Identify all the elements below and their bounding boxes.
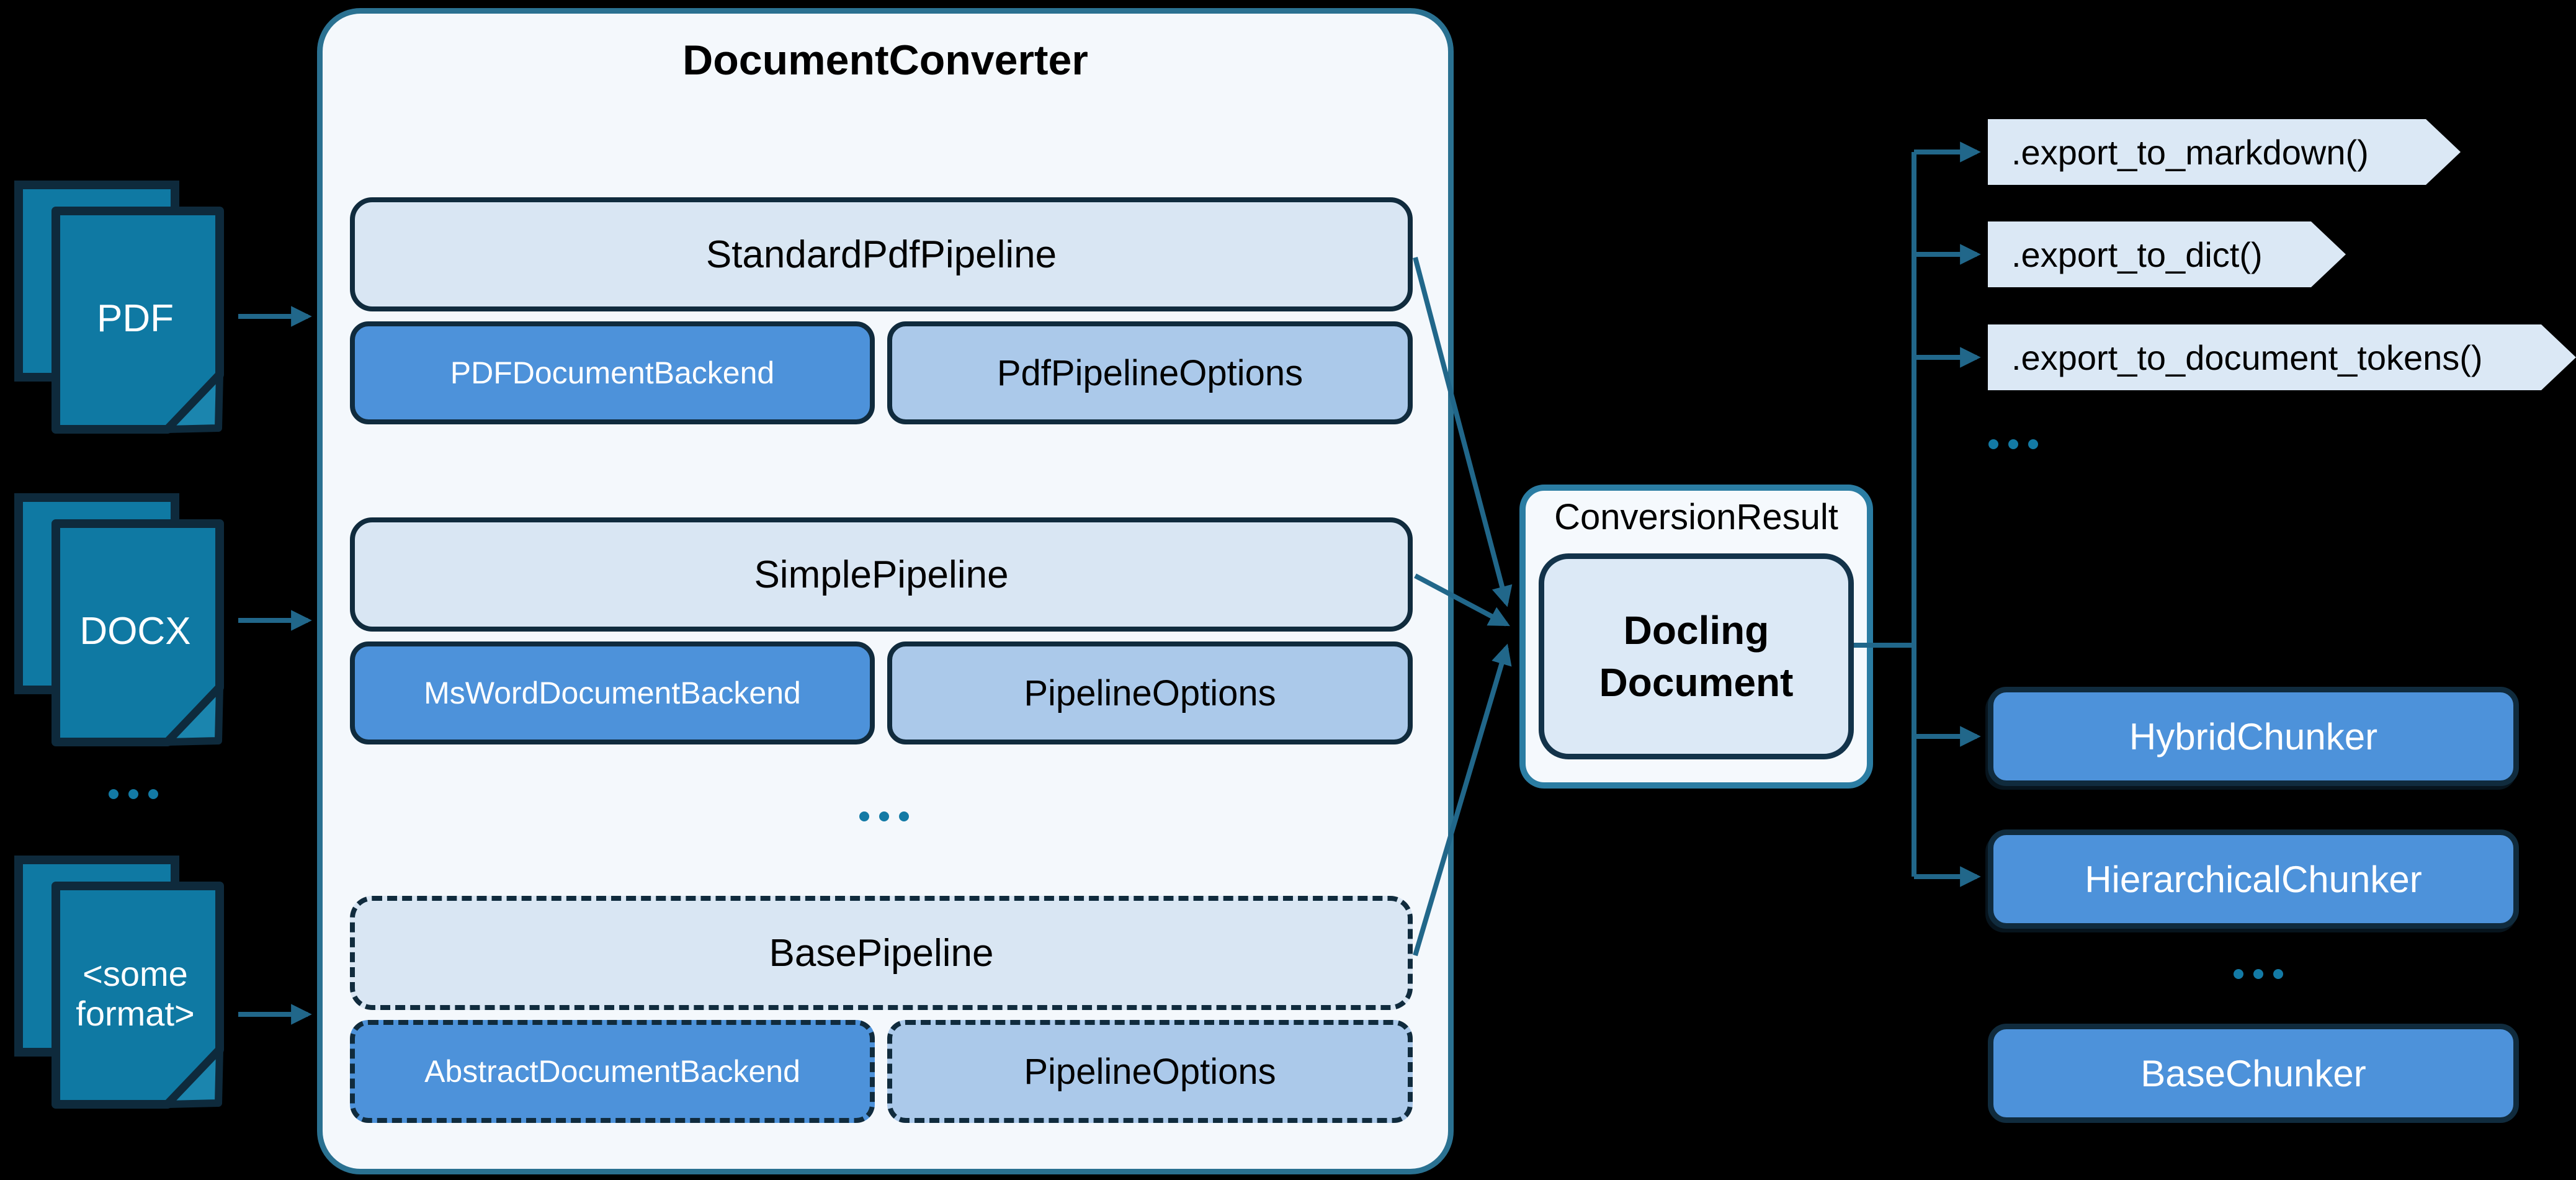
export-to-document-tokens-tag: .export_to_document_tokens() <box>1988 324 2576 390</box>
base-pipeline-box: BasePipeline <box>350 896 1413 1010</box>
msword-document-backend-box: MsWordDocumentBackend <box>350 641 875 744</box>
ellipsis-dot <box>2234 969 2243 979</box>
some-format-label: <some format> <box>76 954 195 1033</box>
pdf-document-backend-box: PDFDocumentBackend <box>350 321 875 424</box>
exports-ellipsis <box>1988 439 2038 449</box>
backend-label: PDFDocumentBackend <box>450 355 775 390</box>
ellipsis-dot <box>859 811 869 821</box>
conversion-result-label: ConversionResult <box>1554 497 1838 537</box>
ellipsis-dot <box>109 789 119 799</box>
sources-ellipsis <box>109 789 158 799</box>
export-to-dict-tag: .export_to_dict() <box>1988 221 2346 287</box>
ellipsis-dot <box>2008 439 2018 449</box>
pipeline-label: StandardPdfPipeline <box>705 233 1057 276</box>
export-to-markdown-tag: .export_to_markdown() <box>1988 119 2461 185</box>
pipeline-label: SimplePipeline <box>754 553 1009 596</box>
docx-label: DOCX <box>79 610 191 653</box>
stacked-pages-icon <box>14 181 224 434</box>
options-label: PipelineOptions <box>1024 1051 1276 1092</box>
options-label: PdfPipelineOptions <box>996 352 1304 393</box>
pdf-document-icon: PDF <box>11 177 239 440</box>
base-chunker-box: BaseChunker <box>1988 1024 2519 1123</box>
ellipsis-dot <box>148 789 158 799</box>
docx-document-icon: DOCX <box>11 490 239 753</box>
hybrid-chunker-box: HybridChunker <box>1988 687 2519 786</box>
ellipsis-dot <box>2273 969 2283 979</box>
ellipsis-dot <box>128 789 138 799</box>
chunkers-ellipsis <box>2234 969 2283 979</box>
pipeline-options-box: PipelineOptions <box>887 641 1413 744</box>
backend-label: AbstractDocumentBackend <box>424 1054 800 1089</box>
hierarchical-chunker-box: HierarchicalChunker <box>1988 829 2519 929</box>
pipeline-label: BasePipeline <box>769 931 994 975</box>
stacked-pages-icon <box>14 493 224 746</box>
ellipsis-dot <box>2028 439 2038 449</box>
pdf-label: PDF <box>97 297 174 341</box>
document-converter-title: DocumentConverter <box>682 37 1088 84</box>
ellipsis-dot <box>2253 969 2263 979</box>
standard-pdf-pipeline-box: StandardPdfPipeline <box>350 197 1413 311</box>
pdf-pipeline-options-box: PdfPipelineOptions <box>887 321 1413 424</box>
stacked-pages-icon <box>14 856 224 1109</box>
docling-document-box: Docling Document <box>1539 553 1854 759</box>
options-label: PipelineOptions <box>1024 673 1276 713</box>
ellipsis-dot <box>879 811 889 821</box>
pipelines-ellipsis <box>859 811 909 821</box>
base-pipeline-options-box: PipelineOptions <box>887 1020 1413 1123</box>
simple-pipeline-box: SimplePipeline <box>350 517 1413 632</box>
backend-label: MsWordDocumentBackend <box>424 676 801 710</box>
ellipsis-dot <box>1988 439 1998 449</box>
ellipsis-dot <box>899 811 909 821</box>
abstract-document-backend-box: AbstractDocumentBackend <box>350 1020 875 1123</box>
some-format-document-icon: <some format> <box>11 852 239 1115</box>
